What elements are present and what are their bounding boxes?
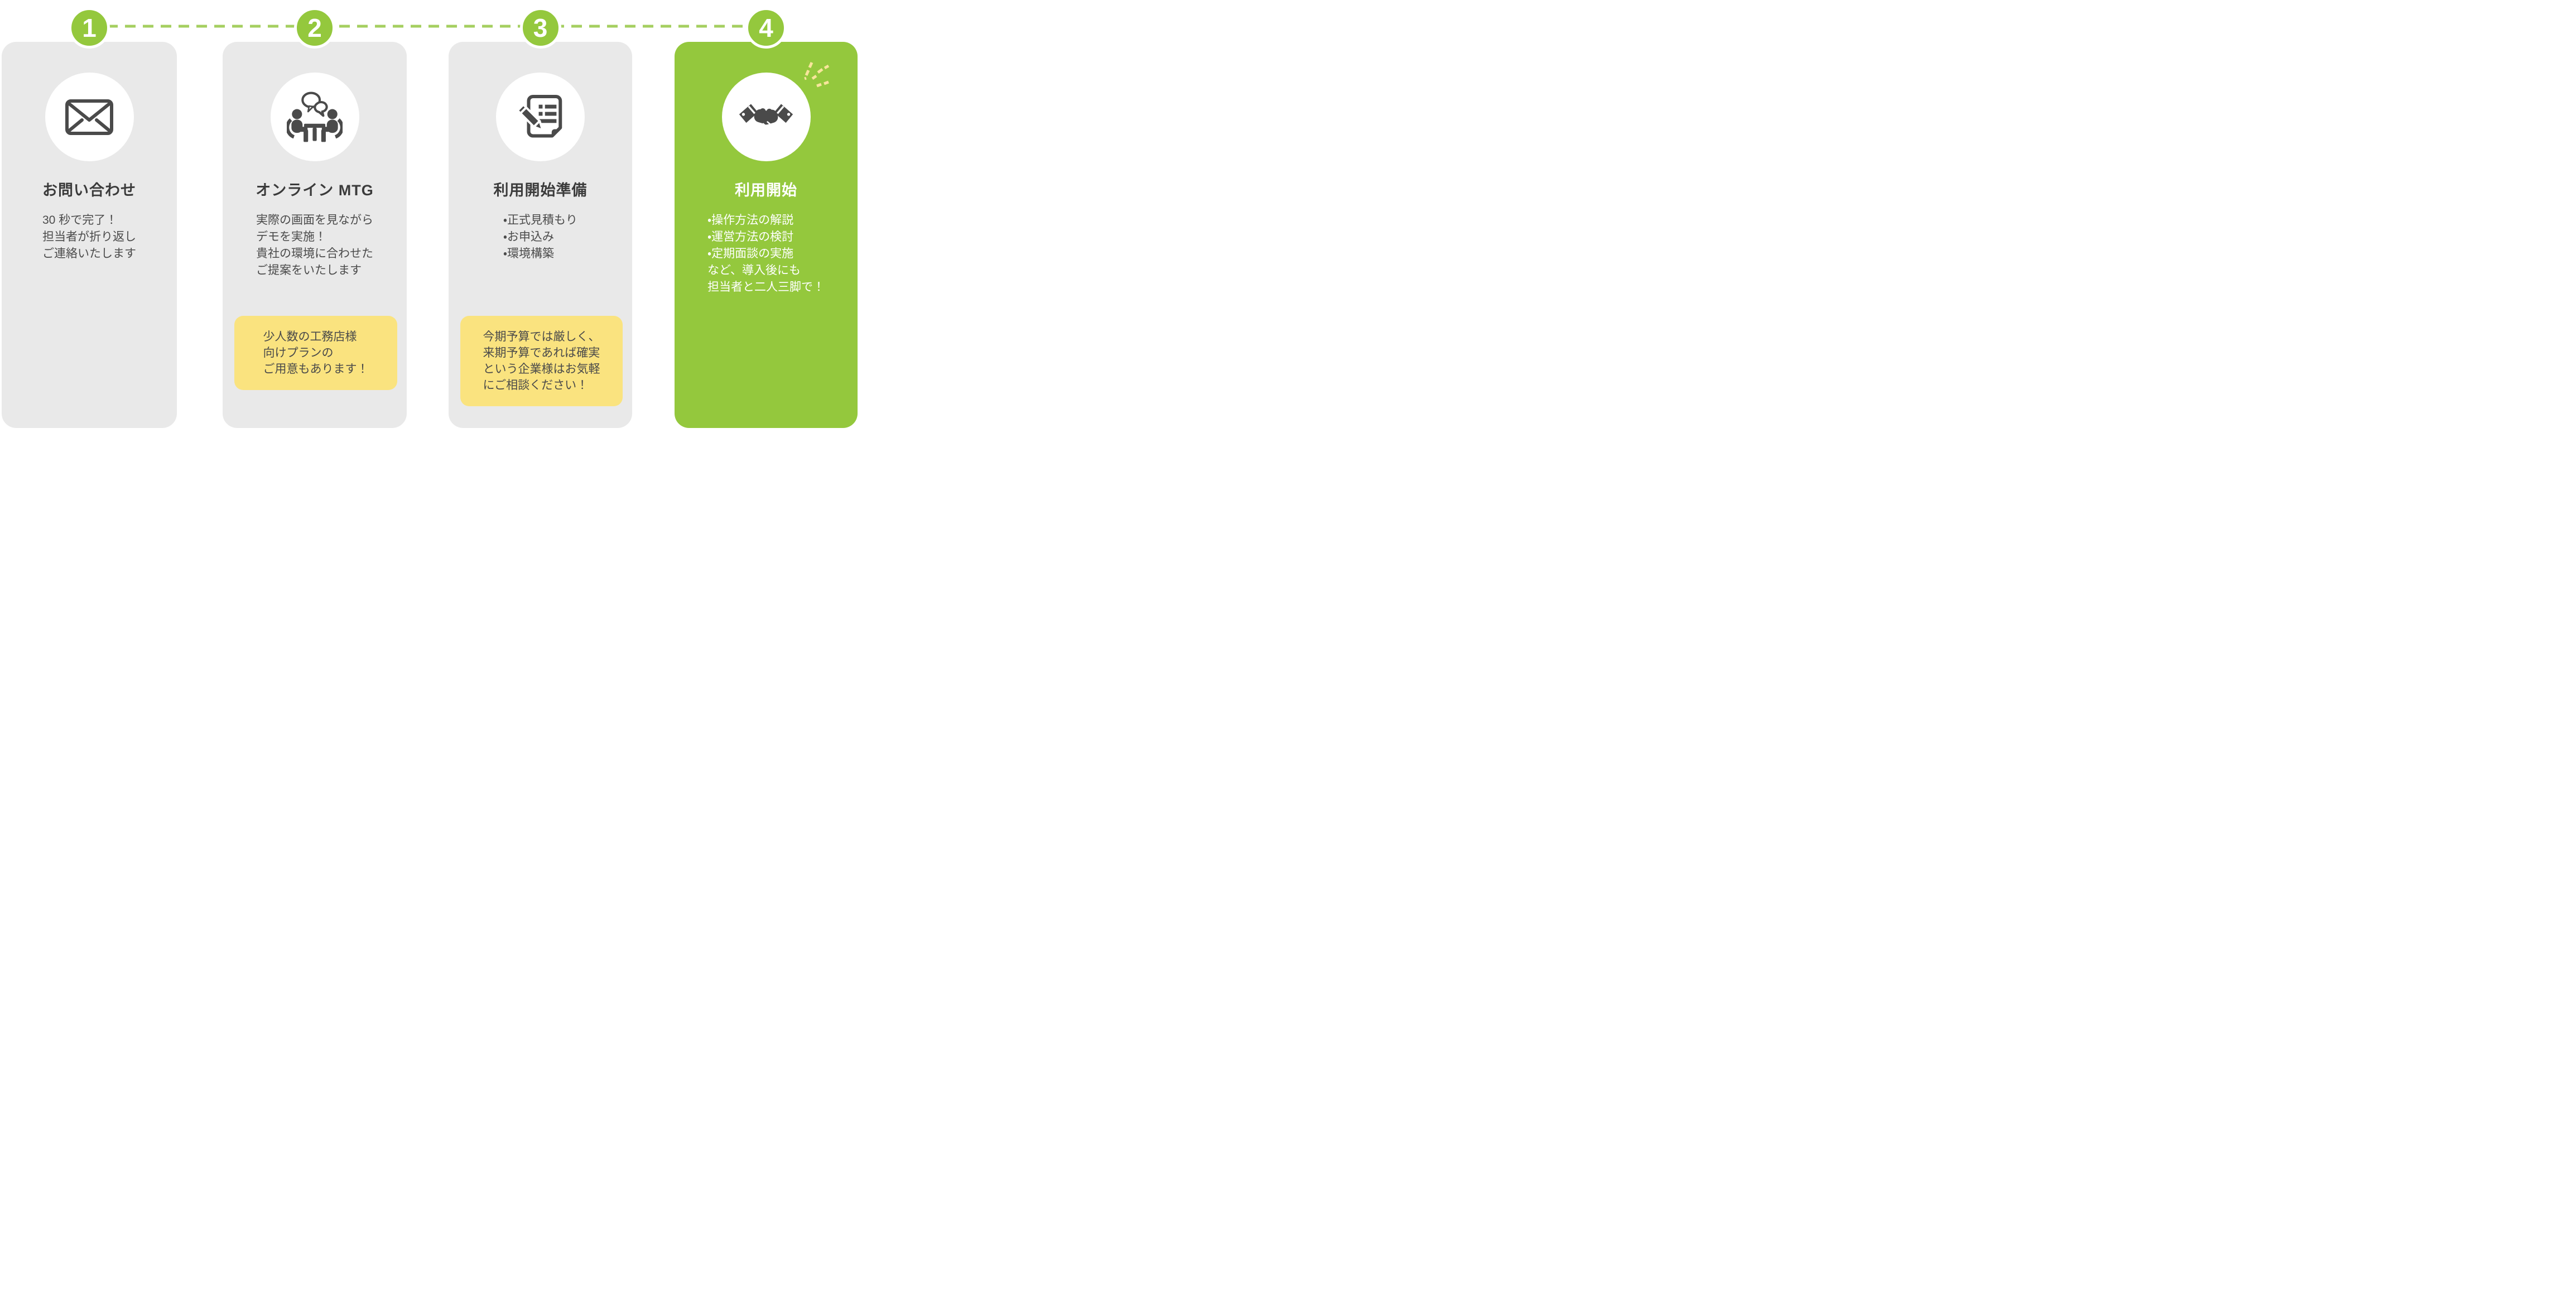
step-description-line: 担当者と二人三脚で！ [707, 281, 825, 294]
step-card-2: 2 オンライン MTG 実際の画面を見ながらデモを実施！ 貴社の環境に合わせたご提案を… [223, 7, 407, 428]
step-number: 3 [533, 13, 548, 42]
step-description-line: ・正式見積もり [503, 214, 578, 227]
step-icon-circle [45, 73, 134, 161]
onboarding-flow-infographic: 1 お問い合わせ 30 秒で完了！ 担当者が折り返しご連絡いたします 2 オンライン MT… [0, 0, 859, 430]
step-description-line: 担当者が折り返し [42, 230, 136, 243]
step-description: ・正式見積もり・お申込み・環境構築 [449, 212, 632, 262]
step-description-line: 貴社の環境に合わせた [256, 247, 373, 260]
step-description-line: ・運営方法の検討 [707, 230, 794, 243]
step-note-line: 来期予算であれば確実 [483, 347, 600, 359]
step-description-line: ・定期面談の実施 [707, 247, 794, 260]
step-number-badge: 2 [294, 7, 335, 49]
step-note-callout: 少人数の工務店様向けプランのご用意もあります！ [234, 316, 397, 390]
step-description: 30 秒で完了！ 担当者が折り返しご連絡いたします [2, 212, 177, 262]
step-title: 利用開始準備 [493, 182, 588, 199]
step-description-line: ご提案をいたします [256, 264, 362, 277]
document-pencil-icon [516, 94, 565, 141]
step-description-line: デモを実施！ [256, 230, 326, 243]
step-number: 4 [759, 13, 773, 42]
step-card-1: 1 お問い合わせ 30 秒で完了！ 担当者が折り返しご連絡いたします [2, 7, 177, 428]
step-note-line: 少人数の工務店様 [263, 330, 357, 343]
sparkle-burst-icon [803, 61, 832, 93]
step-description-line: ・操作方法の解説 [707, 214, 794, 227]
step-title: オンライン MTG [256, 182, 374, 199]
step-number: 1 [82, 13, 97, 42]
step-description-line: ご連絡いたします [42, 247, 136, 260]
step-description: 実際の画面を見ながらデモを実施！ 貴社の環境に合わせたご提案をいたします [223, 212, 407, 279]
step-icon-circle [721, 73, 811, 161]
handshake-icon [739, 97, 793, 137]
meeting-icon [285, 90, 344, 144]
step-description-line: ・お申込み [503, 230, 555, 243]
step-number-badge: 1 [69, 7, 110, 49]
step-title: 利用開始 [735, 182, 797, 199]
step-description-line: など、導入後にも [707, 264, 801, 277]
step-icon-circle [270, 73, 359, 161]
step-note-line: 今期予算では厳しく、 [483, 330, 600, 343]
step-description: ・操作方法の解説・運営方法の検討・定期面談の実施など、導入後にも担当者と二人三脚… [675, 212, 858, 296]
step-note-callout: 今期予算では厳しく、来期予算であれば確実という企業様はお気軽にご相談ください！ [460, 316, 623, 406]
step-note-line: ご用意もあります！ [263, 363, 369, 376]
step-number-badge: 4 [745, 7, 787, 49]
step-icon-circle [496, 73, 585, 161]
step-number: 2 [307, 13, 322, 42]
envelope-icon [65, 99, 114, 136]
step-description-line: 実際の画面を見ながら [256, 214, 373, 227]
flow-connector-dashed-line [89, 25, 766, 28]
step-number-badge: 3 [519, 7, 561, 49]
step-description-line: 30 秒で完了！ [42, 214, 118, 227]
step-note-line: にご相談ください！ [483, 379, 589, 392]
step-card-4: 4 利用開始・操作方法の解説・運営方法の検討・定期面談の実施など、導入後にも担当者… [675, 7, 858, 428]
step-description-line: ・環境構築 [503, 247, 555, 260]
step-note-line: 向けプランの [263, 347, 334, 359]
step-title: お問い合わせ [42, 182, 136, 199]
step-card-3: 3 利用開始準備・正式見積もり・お申込み・環境構築今期予算では厳しく、来期予算であ… [449, 7, 632, 428]
step-note-line: という企業様はお気軽 [483, 363, 600, 376]
